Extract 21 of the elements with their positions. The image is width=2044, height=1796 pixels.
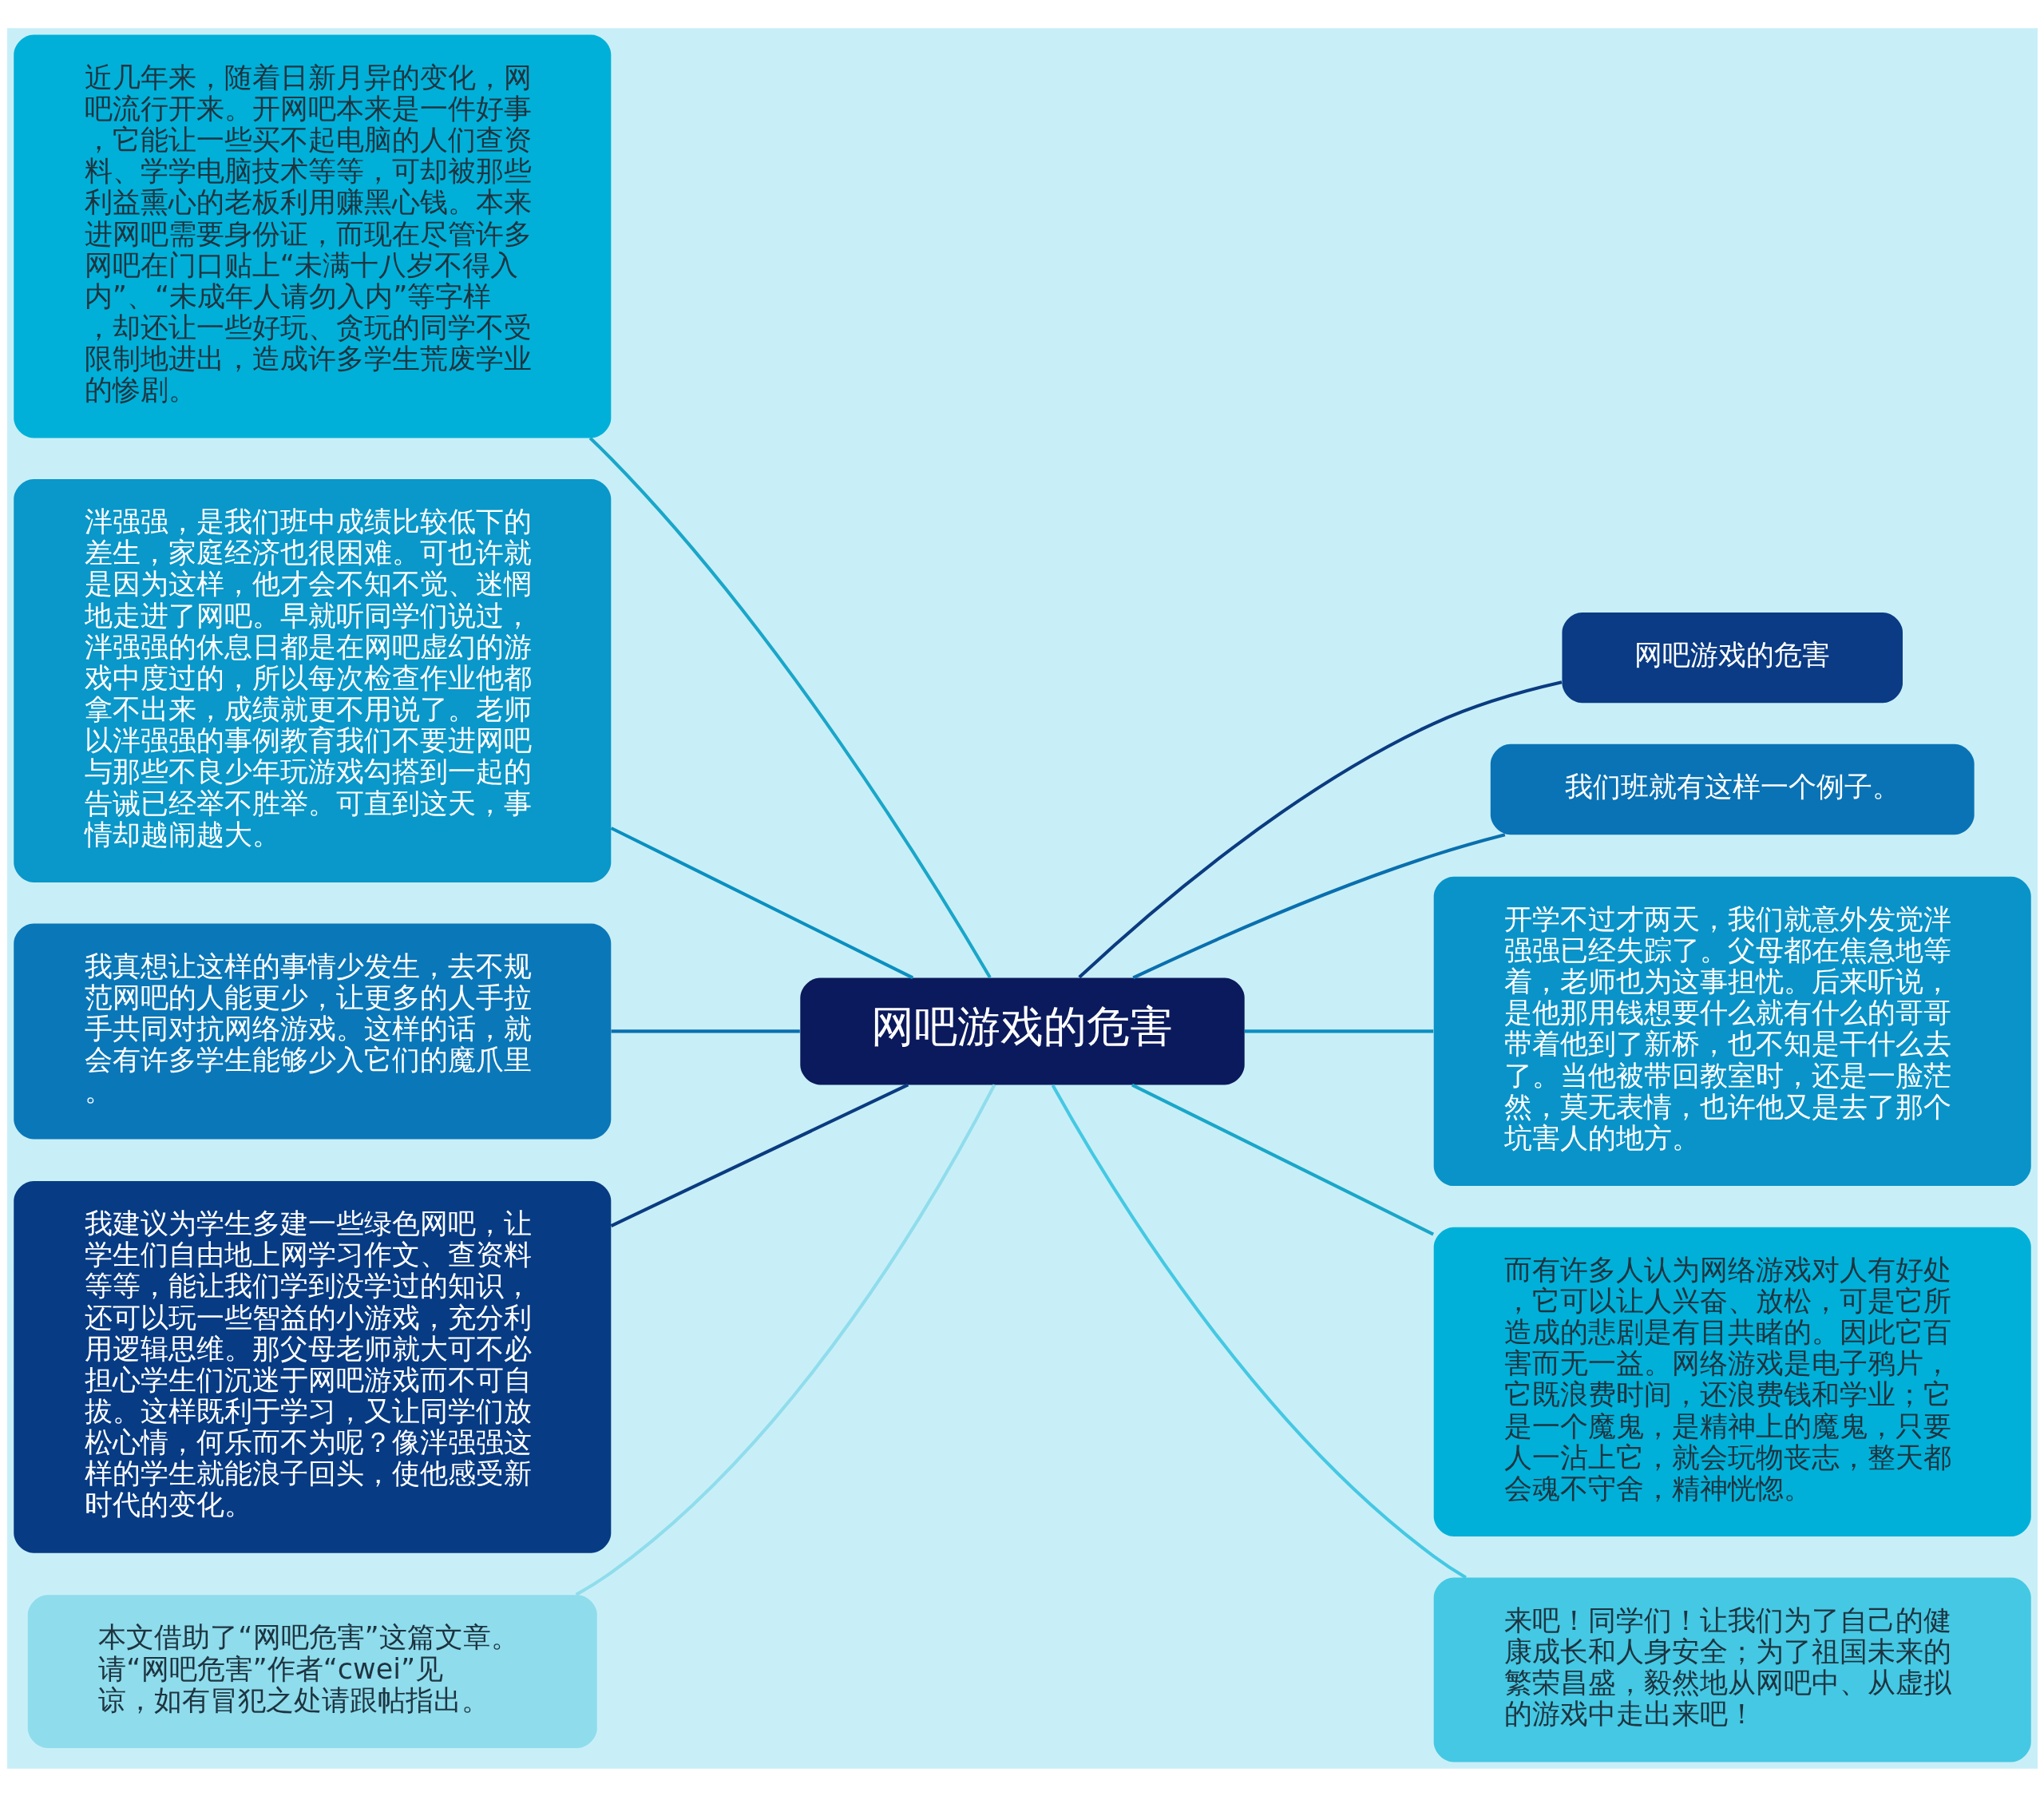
- node-box: 网吧游戏的危害: [799, 977, 1245, 1084]
- connector: [588, 436, 992, 978]
- node-box: 来吧！同学们！让我们为了自己的健康成长和人身安全；为了祖国未来的繁荣昌盛，毅然地从网吧中、从虚拟的游戏中走出来吧！: [1433, 1577, 2031, 1762]
- connector: [610, 1083, 909, 1227]
- node-box: 近几年来，随着日新月异的变化，网吧流行开来。开网吧本来是一件好事，它能让一些买不起电脑的人们查资料、学学电脑技术等等，可却被那些利益熏心的老板利用赚黑心钱。本来进网吧需要身份证，而现在尽管许多网吧在门口贴上“未满十八岁不得入内”、“未成年人请勿入内”等字样，却还让一些好玩、贪玩的同学不受限制地进出，造成许多学生荒废学业的惨剧。: [13, 34, 611, 438]
- connector: [1077, 680, 1562, 978]
- node-box: 开学不过才两天，我们就意外发觉泮强强已经失踪了。父母都在焦急地等着，老师也为这事担忧。后来听说，是他那用钱想要什么就有什么的哥哥带着他到了新桥，也不知是干什么去了。当他被带回教室时，还是一脸茫然，莫无表情，也许他又是去了那个坑害人的地方。: [1433, 876, 2031, 1186]
- connector: [1244, 1029, 1433, 1033]
- connector: [1131, 1083, 1434, 1235]
- node-box: 我建议为学生多建一些绿色网吧，让学生们自由地上网学习作文、查资料等等，能让我们学到没学过的知识，还可以玩一些智益的小游戏，充分利用逻辑思维。那父母老师就大可不必担心学生们沉迷于网吧游戏而不可自拔。这样既利于学习，又让同学们放松心情，何乐而不为呢？像泮强强这样的学生就能浪子回头，使他感受新时代的变化。: [13, 1180, 611, 1553]
- connector: [1131, 832, 1505, 979]
- node-box: 我们班就有这样一个例子。: [1490, 743, 1975, 835]
- node-box: 本文借助了“网吧危害”这篇文章。请“网吧危害”作者“cwei”见谅，如有冒犯之处请跟帖指出。: [27, 1594, 597, 1748]
- connector: [575, 1083, 996, 1596]
- node-box: 而有许多人认为网络游戏对人有好处，它可以让人兴奋、放松，可是它所造成的悲剧是有目共睹的。因此它百害而无一益。网络游戏是电子鸦片，它既浪费时间，还浪费钱和学业；它是一个魔鬼，是精神上的魔鬼，只要人一沾上它，就会玩物丧志，整天都会魂不守舍，精神恍惚。: [1433, 1227, 2031, 1536]
- connector: [610, 826, 913, 979]
- node-box: 泮强强，是我们班中成绩比较低下的差生，家庭经济也很困难。可也许就是因为这样，他才会不知不觉、迷惘地走进了网吧。早就听同学们说过，泮强强的休息日都是在网吧虚幻的游戏中度过的，所以每次检查作业他都拿不出来，成绩就更不用说了。老师以泮强强的事例教育我们不要进网吧与那些不良少年玩游戏勾搭到一起的告诫已经举不胜举。可直到这天，事情却越闹越大。: [13, 478, 611, 882]
- connector: [1051, 1084, 1467, 1579]
- connector: [611, 1029, 800, 1033]
- node-box: 我真想让这样的事情少发生，去不规范网吧的人能更少，让更多的人手拉手共同对抗网络游戏。这样的话，就会有许多学生能够少入它们的魔爪里。: [13, 922, 611, 1139]
- node-box: 网吧游戏的危害: [1561, 612, 1903, 703]
